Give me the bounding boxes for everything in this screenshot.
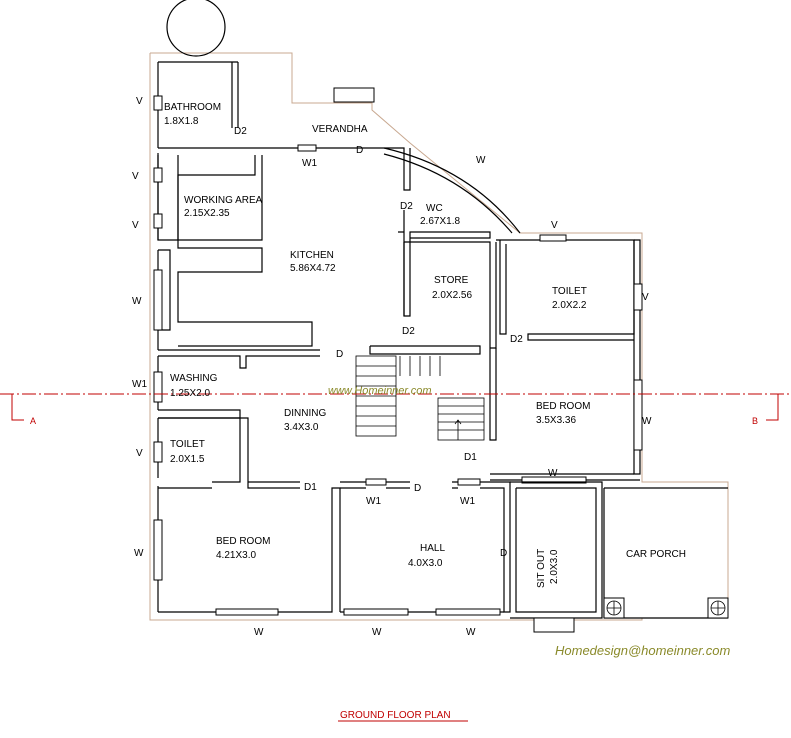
car-porch-name: CAR PORCH [626, 549, 686, 560]
toilet-right-name: TOILET [552, 286, 587, 297]
tag-d1-2: D1 [304, 482, 317, 493]
tree-symbol [166, 0, 226, 57]
window-w1-verandha [297, 144, 317, 152]
tag-w1-1: W1 [302, 158, 317, 169]
tag-d-3: D [414, 483, 421, 494]
ventilator-toilet-left [153, 441, 163, 463]
section-line [0, 393, 791, 421]
tag-w1-2: W1 [132, 379, 147, 390]
tag-w-4: W [548, 468, 558, 479]
toilet-left-size: 2.0X1.5 [170, 454, 205, 465]
tag-d2-1: D2 [234, 126, 247, 137]
tag-v-6: V [136, 448, 143, 459]
kitchen-size: 5.86X4.72 [290, 263, 336, 274]
room-labels: BATHROOM 1.8X1.8 VERANDHA WORKING AREA 2… [164, 102, 686, 588]
window-w1-washing [153, 371, 163, 403]
verandha-arc [383, 147, 521, 234]
washing-name: WASHING [170, 373, 218, 384]
tag-d-1: D [356, 145, 363, 156]
section-mark-b: B [752, 416, 758, 426]
window-w-bedroom-left [215, 608, 279, 616]
ventilator-bathroom [153, 95, 163, 111]
section-mark-a: A [30, 416, 36, 426]
tag-d2-2: D2 [400, 201, 413, 212]
tag-w-7: W [372, 627, 382, 638]
chimney [333, 87, 375, 103]
window-w1-hall-right [457, 478, 481, 486]
washing-size: 1.25X2.0 [170, 388, 210, 399]
tag-w-5: W [134, 548, 144, 559]
window-bedroom-right [633, 379, 643, 451]
dinning-size: 3.4X3.0 [284, 422, 319, 433]
watermark: www.Homeinner.com [328, 385, 432, 397]
ventilator-toilet [633, 283, 643, 311]
store-name: STORE [434, 275, 469, 286]
verandha-name: VERANDHA [312, 124, 368, 135]
tag-d2-3: D2 [402, 326, 415, 337]
toilet-right-size: 2.0X2.2 [552, 300, 587, 311]
tag-d1-1: D1 [464, 452, 477, 463]
window-w-bedroom [521, 476, 587, 484]
window-w-hall-2 [435, 608, 501, 616]
ventilator-working-1 [153, 167, 163, 183]
tag-w1-3: W1 [366, 496, 381, 507]
hall-size: 4.0X3.0 [408, 558, 443, 569]
bathroom-name: BATHROOM [164, 102, 221, 113]
staircase [355, 355, 485, 441]
bed-room-right-name: BED ROOM [536, 401, 590, 412]
sit-out-size: 2.0X3.0 [549, 549, 560, 584]
bed-room-right-size: 3.5X3.36 [536, 415, 576, 426]
tag-w-8: W [466, 627, 476, 638]
plan-title: GROUND FLOOR PLAN [340, 710, 451, 721]
tag-v-4: V [551, 220, 558, 231]
hall-name: HALL [420, 543, 445, 554]
tag-d-2: D [336, 349, 343, 360]
tag-v-1: V [136, 96, 143, 107]
kitchen-name: KITCHEN [290, 250, 334, 261]
bed-room-left-size: 4.21X3.0 [216, 550, 256, 561]
tag-w-6: W [254, 627, 264, 638]
window-kitchen [153, 269, 163, 331]
working-area-size: 2.15X2.35 [184, 208, 230, 219]
working-area-name: WORKING AREA [184, 195, 263, 206]
tag-d-4: D [500, 548, 507, 559]
entrance-step [533, 617, 575, 633]
bathroom-size: 1.8X1.8 [164, 116, 199, 127]
sit-out-name: SIT OUT [536, 549, 547, 588]
door-window-tags: V D2 D W1 W V D2 V V W V D2 D2 D W1 W V … [132, 96, 652, 638]
dinning-name: DINNING [284, 408, 326, 419]
tag-w-2: W [132, 296, 142, 307]
email-credit: Homedesign@homeinner.com [555, 643, 730, 658]
ventilator-working-2 [153, 213, 163, 229]
store-size: 2.0X2.56 [432, 290, 472, 301]
wc-name: WC [426, 203, 443, 214]
window-w1-hall-left [365, 478, 387, 486]
window-bedroom-left [153, 519, 163, 581]
ventilator-toilet-right [539, 234, 567, 242]
bed-room-left-name: BED ROOM [216, 536, 270, 547]
tag-d2-4: D2 [510, 334, 523, 345]
tag-w-3: W [642, 416, 652, 427]
window-w-hall-1 [343, 608, 409, 616]
toilet-left-name: TOILET [170, 439, 205, 450]
tag-v-3: V [132, 220, 139, 231]
walls [153, 61, 729, 633]
tag-v-5: V [642, 292, 649, 303]
tag-v-2: V [132, 171, 139, 182]
tag-w-1: W [476, 155, 486, 166]
wc-size: 2.67X1.8 [420, 216, 460, 227]
site-outline [149, 52, 729, 621]
tag-w1-4: W1 [460, 496, 475, 507]
